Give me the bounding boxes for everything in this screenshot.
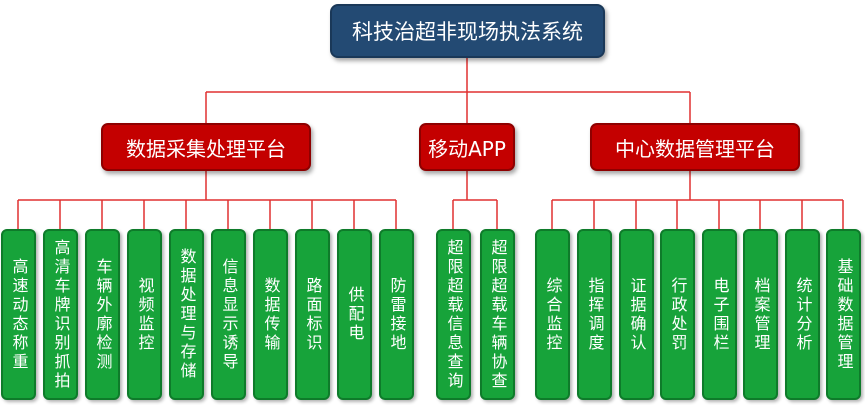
leaf-node: 高清车牌识别抓拍 <box>43 229 78 400</box>
leaf-node: 统计分析 <box>785 229 820 400</box>
leaf-node: 证据确认 <box>619 229 654 400</box>
leaf-node: 车辆外廓检测 <box>85 229 120 400</box>
leaf-node: 超限超载车辆协查 <box>480 229 515 400</box>
branch-data-collection: 数据采集处理平台 <box>101 123 311 171</box>
leaf-node: 数据传输 <box>253 229 288 400</box>
leaf-node: 指挥调度 <box>577 229 612 400</box>
leaf-node: 高速动态称重 <box>1 229 36 400</box>
branch-mobile-app: 移动APP <box>419 123 515 171</box>
leaf-node: 防雷接地 <box>379 229 414 400</box>
leaf-node: 信息显示诱导 <box>211 229 246 400</box>
branch-center-data: 中心数据管理平台 <box>590 123 800 171</box>
root-node: 科技治超非现场执法系统 <box>330 4 605 58</box>
leaf-node: 路面标识 <box>295 229 330 400</box>
leaf-node: 档案管理 <box>743 229 778 400</box>
leaf-node: 行政处罚 <box>660 229 695 400</box>
leaf-node: 综合监控 <box>535 229 570 400</box>
leaf-node: 电子围栏 <box>702 229 737 400</box>
leaf-node: 视频监控 <box>127 229 162 400</box>
leaf-node: 超限超载信息查询 <box>436 229 471 400</box>
leaf-node: 基础数据管理 <box>826 229 861 400</box>
leaf-node: 供配电 <box>337 229 372 400</box>
leaf-node: 数据处理与存储 <box>169 229 204 400</box>
